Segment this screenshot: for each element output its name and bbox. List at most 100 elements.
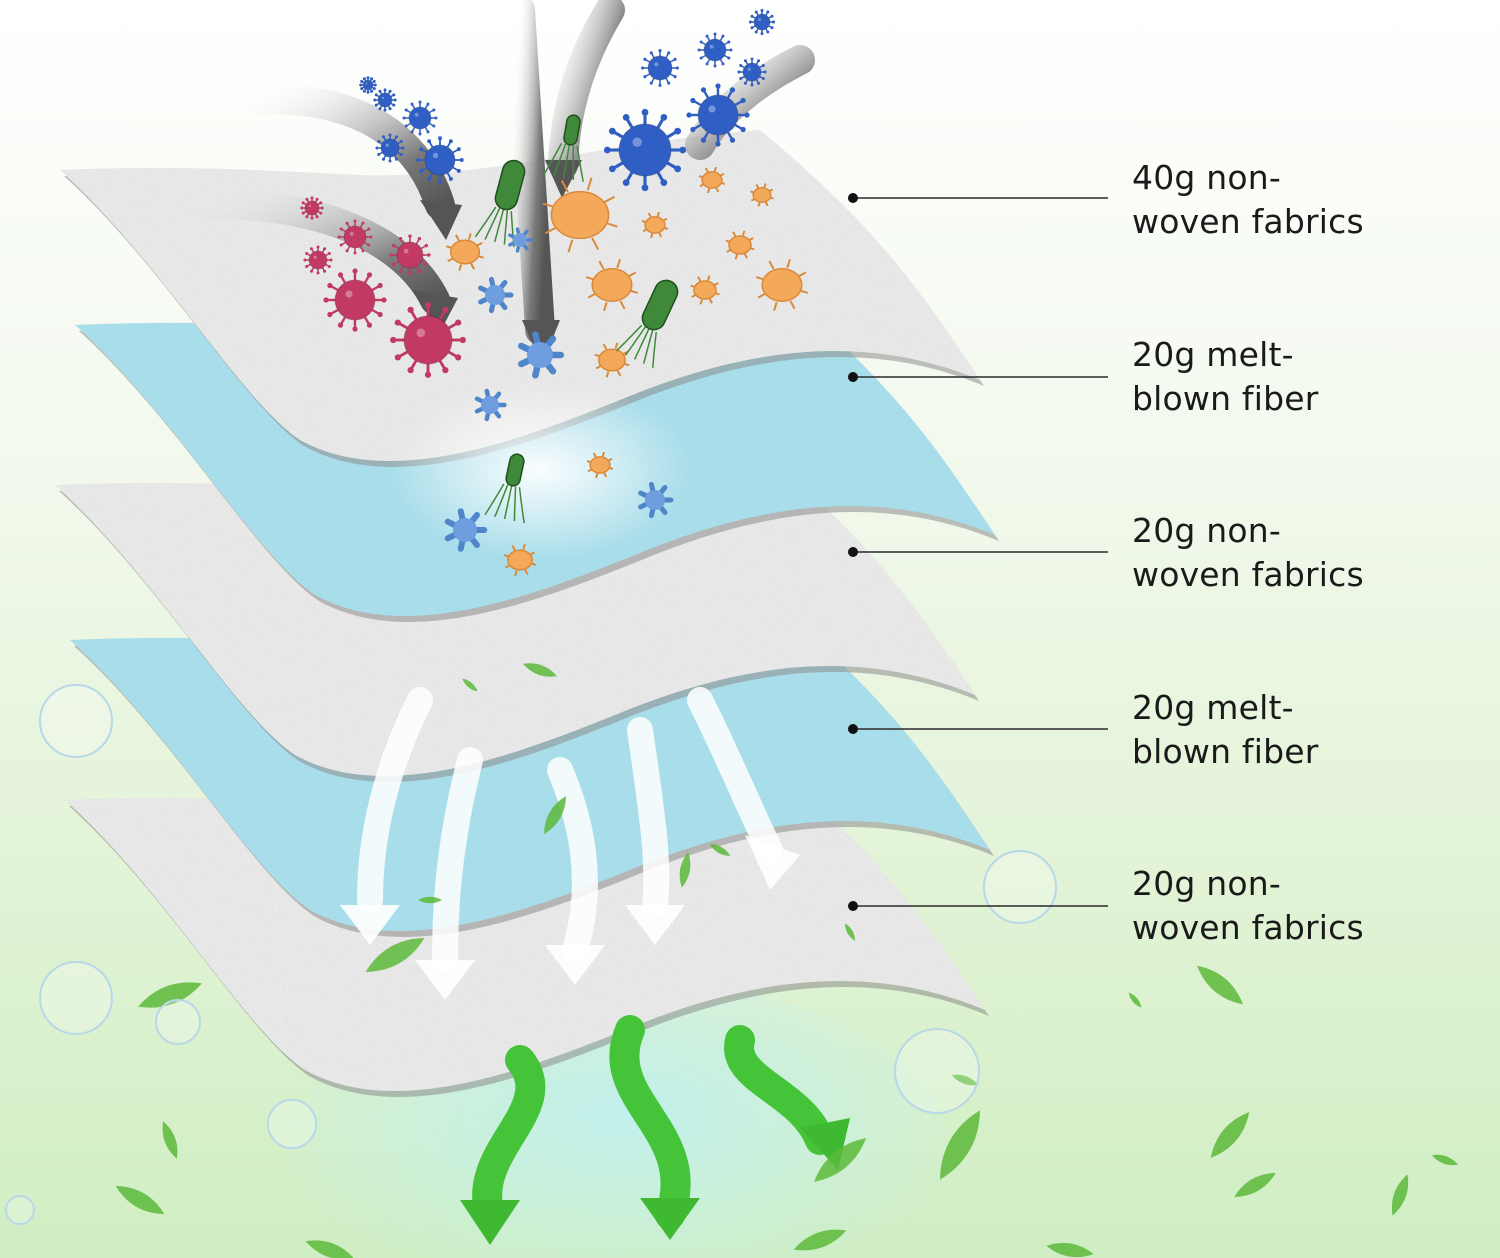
virus-spike-tip <box>369 235 373 239</box>
layer-label-line: 20g melt- <box>1132 688 1294 727</box>
virus-spike-tip <box>459 336 466 344</box>
virus-spike-tip <box>713 32 717 36</box>
bacteria-leg <box>647 212 652 218</box>
virus-spike-tip <box>760 32 764 36</box>
bacteria-leg <box>656 211 660 217</box>
airflow-arrowheads <box>340 835 800 1000</box>
virus-spike-tip <box>658 83 662 87</box>
airflow-arrow <box>687 687 783 863</box>
virus-spike-tip <box>383 108 387 112</box>
incoming-air-arrow <box>505 0 555 345</box>
virus-spike-tip <box>395 135 399 139</box>
layer-label-line: woven fabrics <box>1132 202 1364 241</box>
leaf-decoration <box>523 663 557 677</box>
virus-spike-tip <box>658 49 662 53</box>
virus-spike-tip <box>399 139 403 143</box>
virus-spike-tip <box>649 81 653 85</box>
virus-spike-tip <box>761 77 765 81</box>
virus-spike-tip <box>772 20 776 24</box>
virus-spike-tip <box>315 197 319 201</box>
virus-body <box>753 13 771 31</box>
bacteria-leg <box>755 183 760 189</box>
virus-spike-tip <box>392 93 396 97</box>
bacteria-body <box>589 456 611 474</box>
virus-body <box>618 123 672 177</box>
bacillus-particle <box>484 453 525 524</box>
virus-spike-tip <box>424 302 432 309</box>
virus-spike-tip <box>643 57 647 61</box>
leaf-decoration <box>138 982 202 1008</box>
virus-spike-tip <box>418 132 422 136</box>
virus-highlight <box>365 82 368 85</box>
bacteria-leg <box>614 342 619 349</box>
bacteria-leg <box>603 472 608 478</box>
virus-spike-tip <box>408 234 412 238</box>
virus-spike-tip <box>442 306 449 313</box>
virus-spike-tip <box>366 272 373 278</box>
bacteria-leg <box>603 301 608 312</box>
spore-body <box>513 233 527 247</box>
virus-spike-tip <box>674 127 682 135</box>
leaf-decoration <box>845 923 855 941</box>
incoming-air-arrow <box>245 84 455 220</box>
virus-particle <box>748 8 776 36</box>
virus-body <box>424 144 456 176</box>
virus-spike-tip <box>757 81 761 85</box>
virus-spike-tip <box>372 87 376 91</box>
spore-particle <box>508 227 533 253</box>
bacillus-particle <box>543 114 584 182</box>
leaf-decoration <box>115 1186 165 1214</box>
virus-spike-tip <box>729 87 736 93</box>
bacteria-leg <box>522 543 526 550</box>
virus-spike-tip <box>345 221 349 225</box>
virus-spike-tip <box>391 262 396 267</box>
virus-body <box>403 315 453 365</box>
bacteria-leg <box>619 300 626 310</box>
bacillus-flagellum <box>642 330 654 364</box>
leaf-decoration <box>951 1074 979 1086</box>
virus-spike-tip <box>432 124 436 128</box>
bacteria-leg <box>764 201 769 207</box>
bacteria-particle <box>503 543 537 577</box>
virus-spike-tip <box>432 108 436 112</box>
virus-spike-tip <box>337 272 344 278</box>
virus-spike-tip <box>608 165 616 173</box>
bubble-decoration <box>39 961 113 1035</box>
virus-spike-tip <box>323 297 329 303</box>
virus-highlight <box>709 44 714 49</box>
virus-particle <box>359 76 377 94</box>
virus-spike-tip <box>675 66 679 70</box>
virus-body <box>647 55 673 81</box>
bacteria-leg <box>707 188 711 194</box>
virus-spike-tip <box>319 211 323 215</box>
virus-highlight <box>758 18 762 22</box>
layer-label-line: 20g melt- <box>1132 335 1294 374</box>
virus-spike-tip <box>374 93 378 97</box>
virus-spike-tip <box>679 146 687 154</box>
virus-body <box>408 106 432 130</box>
airflow-arrowhead <box>625 905 685 945</box>
virus-highlight <box>414 112 419 117</box>
bacteria-leg <box>706 275 711 281</box>
virus-spike-tip <box>427 253 431 257</box>
virus-highlight <box>632 137 642 147</box>
bubble-decoration <box>894 1028 980 1114</box>
bacillus-flagellum <box>552 143 567 177</box>
bacillus-body <box>505 453 525 487</box>
bacillus-flagellum <box>518 487 525 524</box>
virus-spike-tip <box>337 235 341 239</box>
bacteria-leg <box>732 231 737 237</box>
virus-spike-tip <box>301 201 305 205</box>
virus-spike-tip <box>390 336 397 344</box>
virus-body <box>380 138 400 158</box>
virus-spike-tip <box>643 75 647 79</box>
virus-spike-tip <box>360 79 364 83</box>
virus-highlight <box>654 62 659 67</box>
bacteria-leg <box>602 343 608 350</box>
virus-spike-tip <box>381 157 385 161</box>
virus-spike-tip <box>381 135 385 139</box>
virus-spike-tip <box>408 272 412 276</box>
virus-spike-tip <box>729 137 736 143</box>
virus-spike-tip <box>402 116 406 120</box>
spore-particle <box>474 388 507 422</box>
